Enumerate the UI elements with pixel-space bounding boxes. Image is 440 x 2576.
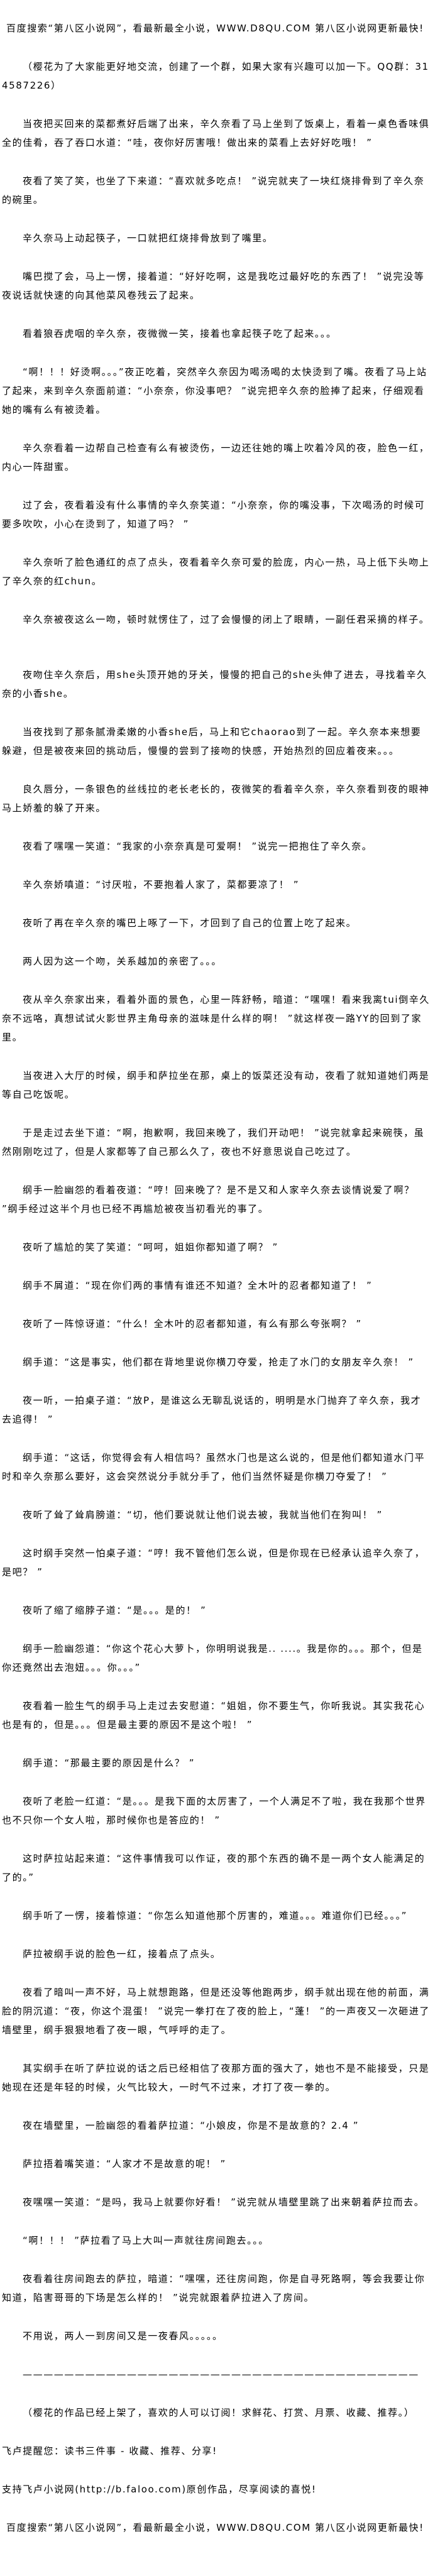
story-paragraph: 夜听了再在辛久奈的嘴巴上啄了一下，才回到了自己的位置上吃了起来。 xyxy=(23,917,357,929)
story-paragraph: 纲手道：“这话，你觉得会有人相信吗？虽然水门也是这么说的，但是他们都知道水门平时… xyxy=(2,1452,426,1482)
story-paragraph: 夜看了暗叫一声不好，马上就想跑路，但是还没等他跑两步，纲手就出现在他的前面，满脸… xyxy=(2,1987,431,2036)
story-paragraph: 夜听了一阵惊讶道：“什么！全木叶的忍者都知道，有么有那么夸张啊？ ” xyxy=(23,1318,362,1329)
story-paragraph: 看着狼吞虎咽的辛久奈，夜微微一笑，接着也拿起筷子吃了起来。。。 xyxy=(23,328,337,339)
story-paragraph: 当夜把买回来的菜都煮好后端了出来，辛久奈看了马上坐到了饭桌上，看着一桌色香味俱全… xyxy=(2,118,430,148)
story-paragraph: 夜从辛久奈家出来，看着外面的景色，心里一阵舒畅，暗道：“嘿嘿！看来我离tui倒辛… xyxy=(2,994,430,1043)
story-paragraph: 纲手一脸幽怨的看着夜道：“哼！回来晚了？是不是又和人家辛久奈去谈情说爱了啊？ ”… xyxy=(2,1184,415,1214)
story-paragraph: 夜吻住辛久奈后，用she头顶开她的牙关，慢慢的把自己的she头伸了进去，寻找着辛… xyxy=(2,669,427,699)
story-paragraph: 这时纲手突然一怕桌子道：“哼！我不管他们怎么说，但是你现在已经承认追辛久奈了，是… xyxy=(2,1547,426,1578)
story-paragraph: 纲手听了一愣，接着惊道：“你怎么知道他那个厉害的，难道。。。难道你们已经。。。” xyxy=(23,1910,408,1921)
story-paragraph: 不用说，两人一到房间又是一夜春风。。。。。 xyxy=(23,2330,223,2342)
story-paragraph: 纲手道：“那最主要的原因是什么？ ” xyxy=(23,1757,195,1769)
author-note-subscribe: （樱花的作品已经上架了，喜欢的人可以订阅！求鲜花、打赏、月票、收藏、推荐。） xyxy=(23,2407,415,2418)
story-paragraph: 其实纲手在听了萨拉说的话之后已经相信了夜那方面的强大了，她也不是不能接受，只是她… xyxy=(2,2063,430,2093)
story-paragraph: 夜听了缩了缩脖子道：“是。。。是的！ ” xyxy=(23,1605,207,1616)
story-paragraph: 辛久奈看着一边帮自己检查有么有被烫伤，一边还往她的嘴上吹着冷风的夜，脸色一红，内… xyxy=(2,442,430,472)
story-paragraph: 纲手道：“这是事实，他们都在背地里说你横刀夺爱，抢走了水门的女朋友辛久奈！ ” xyxy=(23,1356,414,1368)
header-site-banner: 百度搜索“第八区小说网”，看最新最全小说，WWW.D8QU.COM 第八区小说网… xyxy=(6,23,424,34)
story-paragraph: “啊！！！好烫啊。。。”夜正吃着，突然辛久奈因为喝汤喝的太快烫到了嘴。夜看了马上… xyxy=(2,366,427,415)
story-paragraph: 夜看着往房间跑去的萨拉，暗道：“嘿嘿，还往房间跑，你是自寻死路啊，等会我要让你知… xyxy=(2,2273,426,2303)
story-paragraph: 萨拉被纲手说的脸色一红，接着点了点头。 xyxy=(23,1948,221,1960)
author-note-qq-group: （樱花为了大家能更好地交流，创建了一个群，如果大家有兴趣可以加一下。QQ群：31… xyxy=(2,61,429,91)
story-paragraph: 夜听了老脸一红道：“是。。。是我下面的太厉害了，一个人满足不了啦，我在我那个世界… xyxy=(2,1796,426,1826)
story-paragraph: 这时萨拉站起来道：“这件事情我可以作证，夜的那个东西的确不是一两个女人能满足的了… xyxy=(2,1853,426,1883)
story-paragraph: 辛久奈娇嗔道：“讨厌啦，不要抱着人家了，菜都要凉了！ ” xyxy=(23,879,300,890)
story-paragraph: 良久唇分，一条银色的丝线拉的老长老长的，夜微笑的看着辛久奈，辛久奈看到夜的眼神马… xyxy=(2,783,430,814)
story-paragraph: 夜看了嘿嘿一笑道：“我家的小奈奈真是可爱啊！ ”说完一把抱住了辛久奈。 xyxy=(23,841,373,852)
story-paragraph: 于是走过去坐下道：“啊，抱歉啊，我回来晚了，我们开动吧！ ”说完就拿起来碗筷，虽… xyxy=(2,1127,425,1157)
story-paragraph: 夜嘿嘿一笑道：“是吗，我马上就要你好看！ ”说完就从墙壁里跳了出来朝着萨拉而去。 xyxy=(23,2197,425,2208)
chapter-body: （樱花为了大家能更好地交流，创建了一个群，如果大家有兴趣可以加一下。QQ群：31… xyxy=(2,57,431,2422)
story-paragraph: 萨拉捂着嘴笑道：“人家才不是故意的呢！ ” xyxy=(23,2158,226,2169)
footer-site-banner: 百度搜索“第八区小说网”，看最新最全小说，WWW.D8QU.COM 第八区小说网… xyxy=(6,2522,424,2533)
story-paragraph: 辛久奈马上动起筷子，一口就把红烧排骨放到了嘴里。 xyxy=(23,232,273,244)
story-paragraph: 当夜进入大厅的时候，纲手和萨拉坐在那，桌上的饭菜还没有动，夜看了就知道她们两是等… xyxy=(2,1070,430,1100)
story-paragraph: 夜听了耸了耸肩膀道：“切，他们要说就让他们说去被，我就当他们在狗叫！ ” xyxy=(23,1509,383,1520)
story-paragraph: 辛久奈听了脸色通红的点了点头，夜看着辛久奈可爱的脸庞，内心一热，马上低下头吻上了… xyxy=(2,557,430,587)
story-paragraph: 夜一听，一拍桌子道：“放P，是谁这么无聊乱说话的，明明是水门抛弃了辛久奈，我才去… xyxy=(2,1395,422,1425)
story-paragraph: 两人因为这一个吻，关系越加的亲密了。。。 xyxy=(23,956,223,967)
faloo-support-link-text: 支持飞卢小说网(http://b.faloo.com)原创作品，尽享阅读的喜悦! xyxy=(2,2484,317,2495)
story-paragraph: 夜在墙壁里，一脸幽怨的看着萨拉道：“小娘皮，你是不是故意的？2.4 ” xyxy=(23,2120,360,2131)
story-paragraph: 夜听了尴尬的笑了笑道：“呵呵，姐姐你都知道了啊？ ” xyxy=(23,1242,278,1253)
story-paragraph: “啊！！！ ”萨拉看了马上大叫一声就往房间跑去。。。 xyxy=(23,2235,269,2246)
story-paragraph: 当夜找到了那条腻滑柔嫩的小香she后，马上和它chaorao到了一起。辛久奈本来… xyxy=(2,726,422,756)
story-paragraph: 纲手一脸幽怨道：“你这个花心大萝卜，你明明说我是.. ....。我是你的。。。那… xyxy=(2,1643,423,1673)
story-paragraph: 过了会，夜看着没有什么事情的辛久奈笑道：“小奈奈，你的嘴没事，下次喝汤的时候可要… xyxy=(2,499,426,530)
story-paragraph: 辛久奈被夜这么一吻，顿时就愣住了，过了会慢慢的闭上了眼睛，一副任君采摘的样子。 xyxy=(23,614,430,625)
story-paragraph: 夜看着一脸生气的纲手马上走过去安慰道：“姐姐，你不要生气，你听我说。其实我花心也… xyxy=(2,1700,426,1730)
separator-line: —————————————————————————————————————— xyxy=(23,2369,419,2380)
faloo-reminder: 飞卢提醒您：读书三件事 - 收藏、推荐、分享! xyxy=(2,2445,217,2457)
story-paragraph: 嘴巴搅了会，马上一愣，接着道：“好好吃啊，这是我吃过最好吃的东西了！ ”说完没等… xyxy=(2,271,425,301)
story-paragraph: 纲手不屑道：“现在你们两的事情有谁还不知道？全木叶的忍者都知道了！ ” xyxy=(23,1280,373,1291)
story-paragraph: 夜看了笑了笑，也坐了下来道：“喜欢就多吃点！ ”说完就夹了一块红烧排骨到了辛久奈… xyxy=(2,175,425,205)
